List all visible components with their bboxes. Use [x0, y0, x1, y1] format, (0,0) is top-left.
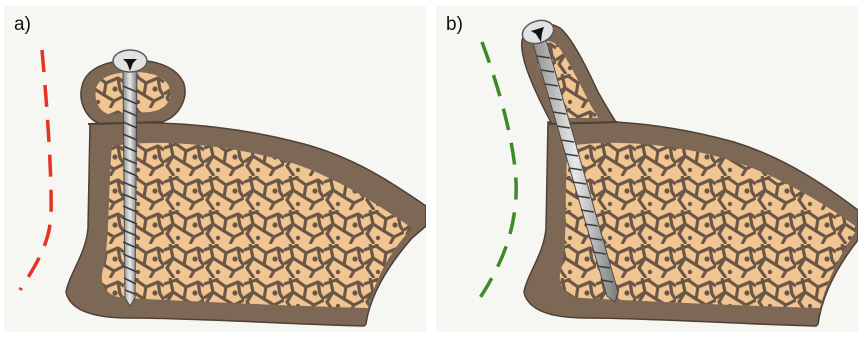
- panel-a-illustration: [4, 6, 426, 332]
- panel-a: a): [4, 6, 426, 332]
- panel-b-illustration: [436, 6, 858, 332]
- panel-label: a): [14, 14, 31, 36]
- panel-label: b): [446, 14, 463, 36]
- panel-b: b): [436, 6, 858, 332]
